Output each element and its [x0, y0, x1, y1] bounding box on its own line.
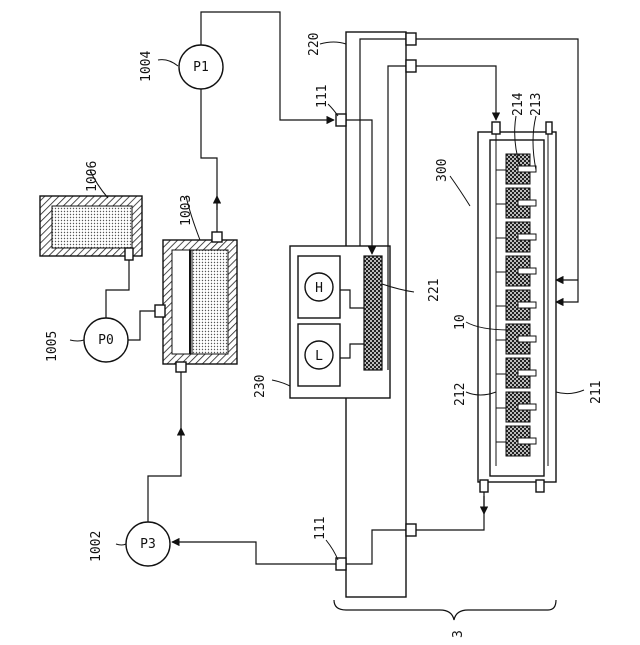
label-1002: 1002: [89, 531, 104, 562]
leader-1005: [70, 340, 84, 341]
leader-1004: [158, 60, 178, 66]
pump-p0-label: P0: [98, 333, 114, 348]
heater-221: [364, 256, 382, 370]
nozzle-tip: [518, 336, 536, 342]
nozzle-tip: [518, 268, 536, 274]
label-211: 211: [589, 381, 604, 404]
label-212: 212: [453, 383, 468, 406]
leader-211: [556, 390, 584, 394]
cylinder-side-port: [155, 305, 165, 317]
cylinder-1003-fluid: [192, 250, 228, 354]
line-head-outlet-to-manifold: [416, 492, 484, 530]
label-3: 3: [451, 630, 466, 638]
label-1005: 1005: [45, 331, 60, 362]
label-1004: 1004: [139, 51, 154, 82]
nozzle-tip: [518, 438, 536, 444]
label-111-top: 111: [315, 85, 330, 108]
pump-p3-label: P3: [140, 537, 156, 552]
nozzle-tip: [518, 302, 536, 308]
head-300: [478, 122, 556, 492]
label-213: 213: [529, 93, 544, 116]
leader-300: [450, 176, 470, 206]
line-port-111-to-p3: [172, 542, 336, 564]
nozzle-tip: [518, 404, 536, 410]
label-1006: 1006: [85, 161, 100, 192]
pump-p0-group: P0: [84, 260, 155, 362]
nozzle-tip: [518, 200, 536, 206]
line-1003-to-p1: [201, 89, 217, 236]
port-220-outlet-b: [406, 60, 416, 72]
nozzle-tip: [518, 370, 536, 376]
line-tank-to-p0: [106, 260, 129, 318]
head-outlet-stub: [480, 480, 488, 492]
label-300: 300: [435, 159, 450, 182]
leader-111-bottom: [326, 540, 338, 560]
port-bottom-right: [406, 524, 416, 536]
sensor-h-label: H: [315, 281, 323, 296]
label-1003: 1003: [179, 195, 194, 226]
head-top-right-stub: [546, 122, 552, 134]
label-214: 214: [511, 92, 526, 116]
pump-p1-label: P1: [193, 60, 209, 75]
sensor-l-label: L: [315, 349, 323, 364]
head-bottom-right-stub: [536, 480, 544, 492]
label-111-bottom: 111: [313, 517, 328, 540]
tank-1006-outlet: [125, 248, 133, 260]
brace-3: [334, 600, 556, 620]
tank-1006-fluid: [52, 206, 132, 248]
label-220: 220: [307, 33, 322, 56]
label-221: 221: [427, 279, 442, 302]
line-p3-to-cylinder: [148, 372, 181, 522]
port-220-outlet-a: [406, 33, 416, 45]
nozzle-tip: [518, 166, 536, 172]
pump-p3-group: P3: [126, 372, 336, 566]
leader-230: [272, 380, 290, 386]
head-inlet-stub: [492, 122, 500, 134]
leader-220: [320, 42, 346, 44]
cylinder-1003: [155, 232, 237, 372]
leader-1002: [116, 544, 126, 545]
nozzle-tip: [518, 234, 536, 240]
heater-221-element: [364, 256, 382, 370]
label-230: 230: [253, 375, 268, 398]
label-10: 10: [453, 314, 468, 330]
line-p0-to-cylinder: [128, 311, 155, 340]
cylinder-top-port: [212, 232, 222, 242]
tank-1006: [40, 196, 142, 260]
cylinder-bottom-port: [176, 362, 186, 372]
line-220b-to-head-inlet: [416, 66, 496, 120]
